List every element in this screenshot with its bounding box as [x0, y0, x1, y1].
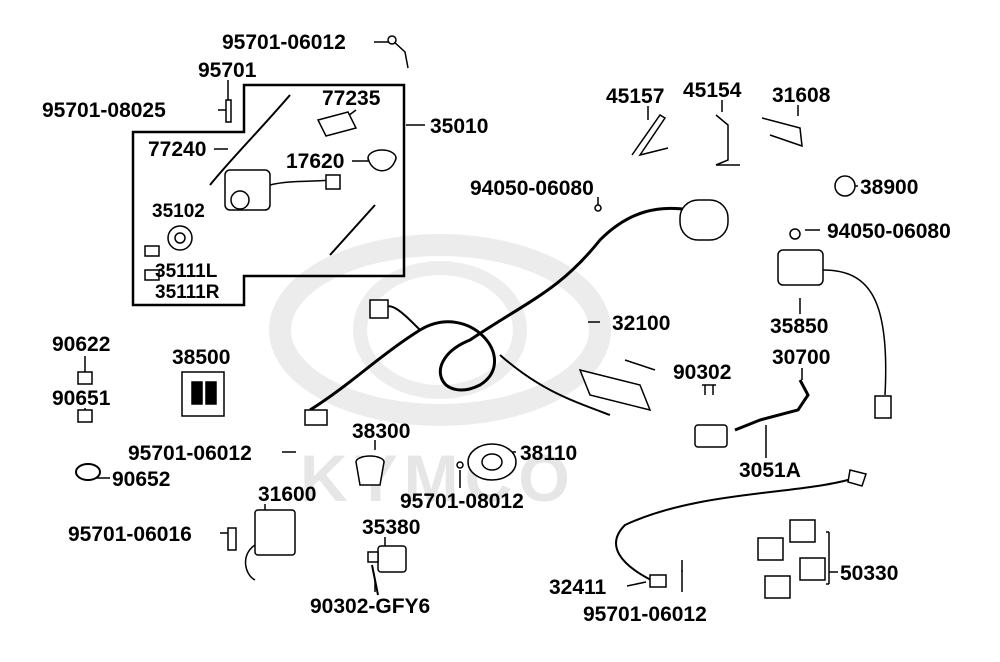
label-35111L: 35111L [155, 261, 218, 282]
label-35380: 35380 [362, 516, 421, 539]
part-sketches [75, 35, 892, 599]
label-95701-08012: 95701-08012 [400, 490, 524, 513]
label-35850: 35850 [770, 315, 829, 338]
label-90652: 90652 [112, 468, 171, 491]
kymco-watermark: KYMCO [300, 441, 576, 515]
label-95701-06012-top: 95701-06012 [222, 31, 346, 54]
label-90302: 90302 [673, 361, 732, 384]
label-95701-08025: 95701-08025 [42, 99, 166, 122]
label-94050-06080-b: 94050-06080 [827, 220, 951, 243]
label-35111R: 35111R [155, 282, 220, 303]
label-50330: 50330 [840, 562, 899, 585]
label-77235: 77235 [322, 87, 381, 110]
label-30700: 30700 [772, 346, 831, 369]
label-31608: 31608 [772, 84, 831, 107]
label-95701-06012-bot: 95701-06012 [583, 603, 707, 626]
label-32100: 32100 [612, 312, 671, 335]
label-38500: 38500 [172, 346, 231, 369]
label-45154: 45154 [683, 79, 742, 102]
label-90302-GFY6: 90302-GFY6 [310, 595, 431, 618]
label-35102: 35102 [152, 201, 205, 222]
label-95701-06012-mid: 95701-06012 [128, 442, 252, 465]
logo-watermark-inner [353, 261, 527, 399]
label-38900: 38900 [860, 176, 919, 199]
label-77240: 77240 [148, 138, 207, 161]
label-32411: 32411 [549, 576, 607, 599]
label-90622: 90622 [52, 333, 111, 356]
label-35010: 35010 [430, 115, 489, 138]
group-box-35010 [131, 83, 406, 307]
label-90651: 90651 [52, 387, 111, 410]
label-45157: 45157 [606, 85, 665, 108]
label-31600: 31600 [258, 483, 317, 506]
label-17620: 17620 [286, 150, 345, 173]
label-94050-06080-a: 94050-06080 [470, 177, 594, 200]
logo-watermark-ring [269, 234, 611, 426]
label-38300: 38300 [352, 420, 411, 443]
label-38110: 38110 [520, 442, 578, 465]
label-95701: 95701 [198, 59, 257, 82]
label-3051A: 3051A [739, 459, 801, 482]
label-95701-06016: 95701-06016 [68, 523, 192, 546]
